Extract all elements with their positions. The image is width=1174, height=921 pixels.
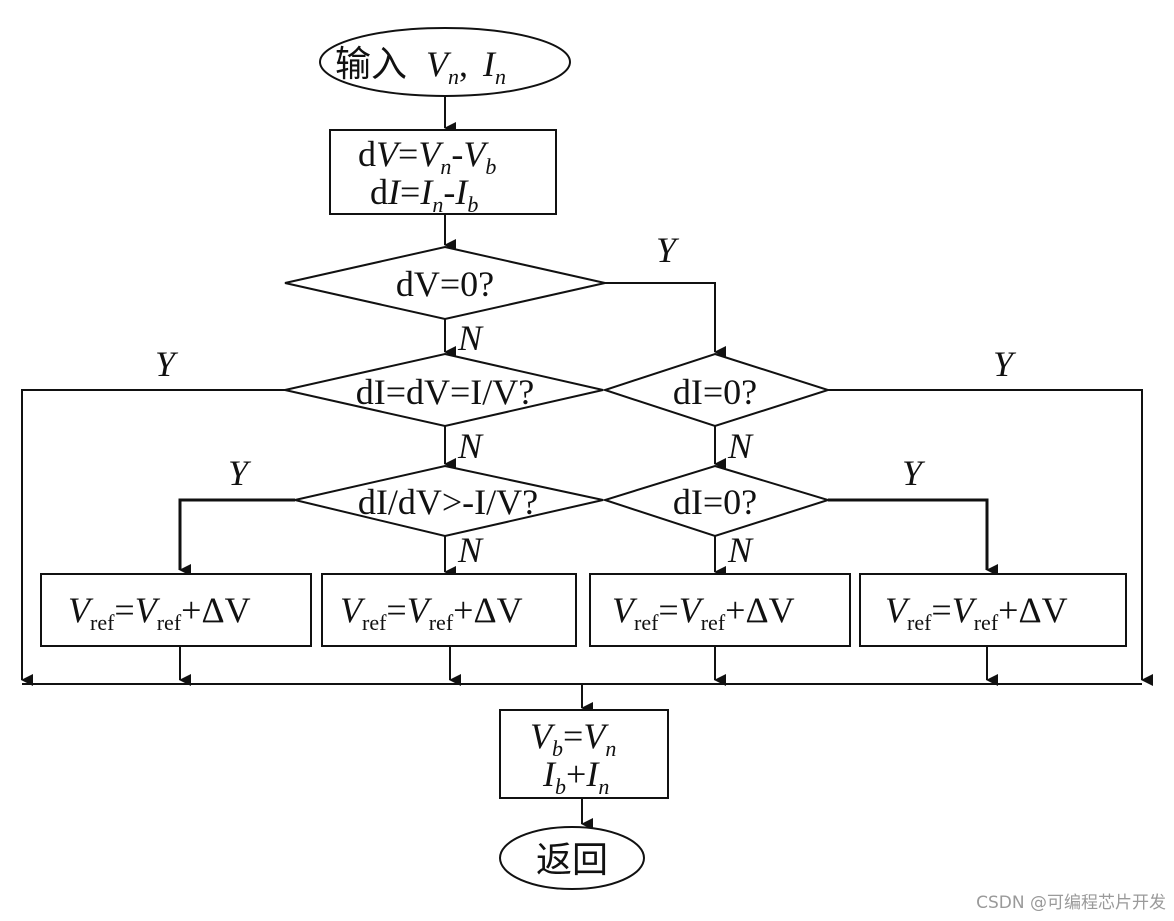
end-terminal: 返回 — [499, 826, 645, 890]
label-n-mid1: N — [457, 426, 484, 466]
svg-text:输入 Vn, In: 输入 Vn, In — [335, 44, 506, 89]
svg-text:Vref=Vref+ΔV: Vref=Vref+ΔV — [340, 590, 523, 635]
svg-text:dI=In-Ib: dI=In-Ib — [370, 172, 478, 217]
label-y-right: Y — [993, 344, 1017, 384]
label-y-dv0: Y — [656, 230, 680, 270]
label-n-dv0: N — [457, 318, 484, 358]
svg-text:Ib+In: Ib+In — [542, 754, 609, 799]
svg-text:dI=0?: dI=0? — [673, 372, 757, 412]
update-box-3: Vref=Vref+ΔV — [589, 573, 851, 647]
svg-text:dV=0?: dV=0? — [396, 264, 494, 304]
decision-dv-zero: dV=0? — [284, 245, 606, 321]
label-y-gt: Y — [228, 453, 252, 493]
label-n-right1: N — [727, 426, 754, 466]
difference-box: dV=Vn-Vb dI=In-Ib — [329, 129, 557, 217]
svg-text:Vref=Vref+ΔV: Vref=Vref+ΔV — [68, 590, 251, 635]
decision-di-zero-upper: dI=0? — [601, 352, 832, 428]
svg-text:dI=0?: dI=0? — [673, 482, 757, 522]
svg-text:dV=Vn-Vb: dV=Vn-Vb — [358, 134, 496, 179]
start-terminal: 输入 Vn, In — [319, 27, 571, 97]
update-box-2: Vref=Vref+ΔV — [321, 573, 577, 647]
label-y-left: Y — [155, 344, 179, 384]
assign-box: Vb=Vn Ib+In — [499, 709, 669, 799]
decision-di-equals: dI=dV=I/V? — [284, 352, 604, 428]
svg-text:Vb=Vn: Vb=Vn — [530, 716, 616, 761]
watermark: CSDN @可编程芯片开发 — [976, 893, 1166, 913]
svg-text:返回: 返回 — [536, 840, 608, 880]
label-n-gt: N — [457, 530, 484, 570]
decision-di-zero-lower: dI=0? — [601, 464, 832, 538]
label-y-zero: Y — [902, 453, 926, 493]
label-n-zero: N — [727, 530, 754, 570]
start-cn: 输入 — [335, 44, 407, 84]
svg-text:Vref=Vref+ΔV: Vref=Vref+ΔV — [885, 590, 1068, 635]
update-box-1: Vref=Vref+ΔV — [40, 573, 312, 647]
svg-text:dI=dV=I/V?: dI=dV=I/V? — [356, 372, 535, 412]
update-box-4: Vref=Vref+ΔV — [859, 573, 1127, 647]
svg-text:Vref=Vref+ΔV: Vref=Vref+ΔV — [612, 590, 795, 635]
svg-text:dI/dV>-I/V?: dI/dV>-I/V? — [358, 482, 538, 522]
decision-di-greater: dI/dV>-I/V? — [294, 464, 604, 538]
